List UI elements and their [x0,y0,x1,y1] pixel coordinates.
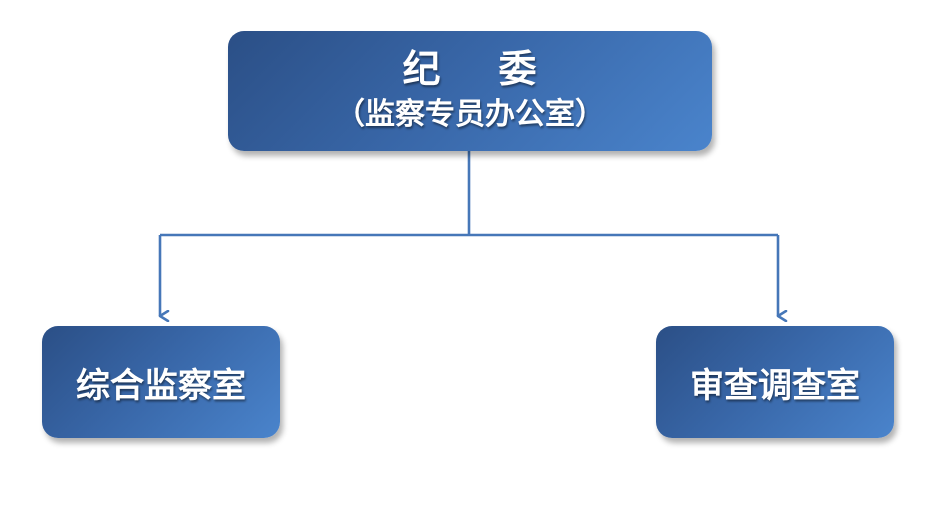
child-node-label: 综合监察室 [76,365,246,406]
root-node-discipline-committee: 纪 委 （监察专员办公室） [228,31,712,151]
child-node-review-investigation: 审查调查室 [656,326,894,438]
root-node-subtitle: （监察专员办公室） [335,97,605,132]
root-node-title: 纪 委 [402,46,538,91]
child-node-label: 审查调查室 [690,365,860,406]
child-node-comprehensive-supervision: 综合监察室 [42,326,280,438]
